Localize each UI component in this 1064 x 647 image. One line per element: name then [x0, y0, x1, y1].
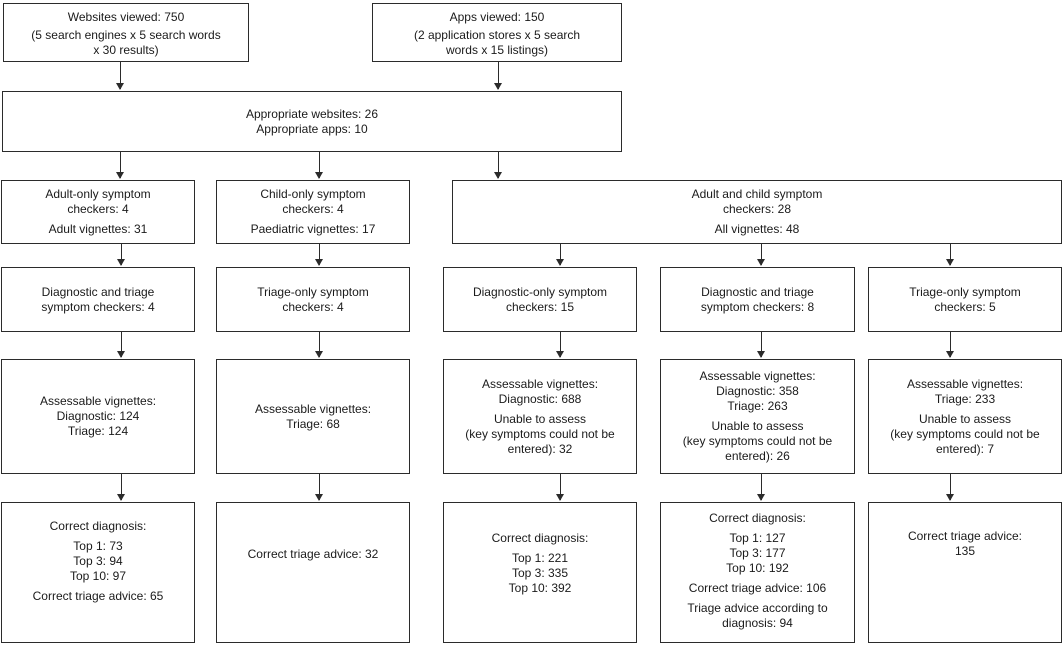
results-3-ranks: Top 1: 221 Top 3: 335 Top 10: 392 [508, 551, 572, 595]
websites-viewed-title: Websites viewed: 750 [67, 10, 185, 24]
child-only-detail: Paediatric vignettes: 17 [250, 222, 376, 236]
flow-arrow [116, 474, 125, 501]
assessable-3-unable: Unable to assess (key symptoms could not… [465, 411, 615, 456]
adult-child-detail: All vignettes: 48 [714, 222, 800, 236]
flow-arrow [945, 332, 954, 358]
box-results-2: Correct triage advice: 32 [216, 502, 410, 643]
results-4-triage-by-diagnosis: Triage advice according to diagnosis: 94 [687, 601, 828, 630]
box-results-5: Correct triage advice: 135 [868, 502, 1062, 643]
adult-child-title: Adult and child symptom checkers: 28 [691, 187, 823, 216]
flow-arrow [756, 244, 765, 266]
box-triage-only-checkers-5: Triage-only symptom checkers: 5 [868, 267, 1062, 332]
flow-arrow [555, 332, 564, 358]
flow-arrow [945, 474, 954, 501]
box-adult-child-checkers: Adult and child symptom checkers: 28 All… [452, 180, 1062, 244]
box-triage-only-checkers-4: Triage-only symptom checkers: 4 [216, 267, 410, 332]
box-results-4: Correct diagnosis: Top 1: 127 Top 3: 177… [660, 502, 855, 643]
assessable-1-text: Assessable vignettes: Diagnostic: 124 Tr… [39, 394, 157, 438]
triage-only-5-text: Triage-only symptom checkers: 5 [909, 284, 1021, 314]
flow-arrow [945, 244, 954, 266]
box-assessable-vignettes-1: Assessable vignettes: Diagnostic: 124 Tr… [1, 359, 195, 474]
assessable-5-unable: Unable to assess (key symptoms could not… [890, 411, 1040, 456]
results-1-heading: Correct diagnosis: [49, 519, 147, 533]
assessable-5-text: Assessable vignettes: Triage: 233 [906, 376, 1024, 406]
results-2-heading: Correct triage advice: 32 [247, 547, 379, 561]
box-assessable-vignettes-3: Assessable vignettes: Diagnostic: 688 Un… [443, 359, 637, 474]
apps-viewed-detail: (2 application stores x 5 search words x… [413, 28, 581, 57]
flow-arrow [555, 244, 564, 266]
results-4-heading: Correct diagnosis: [709, 511, 806, 525]
flow-arrow [493, 62, 502, 90]
assessable-4-unable: Unable to assess (key symptoms could not… [682, 419, 833, 463]
results-5-heading: Correct triage advice: 135 [907, 529, 1023, 558]
results-1-triage: Correct triage advice: 65 [32, 589, 164, 603]
results-4-triage: Correct triage advice: 106 [688, 581, 827, 595]
flow-arrow [756, 332, 765, 358]
diagnostic-triage-4-text: Diagnostic and triage symptom checkers: … [41, 284, 155, 314]
apps-viewed-title: Apps viewed: 150 [449, 10, 545, 24]
flow-arrow [555, 474, 564, 501]
assessable-3-text: Assessable vignettes: Diagnostic: 688 [481, 376, 599, 406]
triage-only-4-text: Triage-only symptom checkers: 4 [257, 284, 369, 314]
flow-arrow [493, 152, 502, 179]
box-assessable-vignettes-2: Assessable vignettes: Triage: 68 [216, 359, 410, 474]
box-assessable-vignettes-4: Assessable vignettes: Diagnostic: 358 Tr… [660, 359, 855, 474]
results-1-ranks: Top 1: 73 Top 3: 94 Top 10: 97 [69, 539, 127, 583]
flow-arrow [756, 474, 765, 501]
flow-arrow [314, 152, 323, 179]
child-only-title: Child-only symptom checkers: 4 [260, 187, 366, 216]
box-diagnostic-only-checkers-15: Diagnostic-only symptom checkers: 15 [443, 267, 637, 332]
flow-arrow [116, 332, 125, 358]
box-adult-only-checkers: Adult-only symptom checkers: 4 Adult vig… [1, 180, 195, 244]
box-appropriate-sources: Appropriate websites: 26 Appropriate app… [2, 91, 622, 152]
box-results-3: Correct diagnosis: Top 1: 221 Top 3: 335… [443, 502, 637, 643]
flow-arrow [116, 244, 125, 266]
box-websites-viewed: Websites viewed: 750 (5 search engines x… [3, 3, 249, 62]
flow-arrow [115, 152, 124, 179]
assessable-4-text: Assessable vignettes: Diagnostic: 358 Tr… [699, 369, 816, 413]
flow-arrow [314, 244, 323, 266]
results-3-heading: Correct diagnosis: [491, 531, 589, 545]
assessable-2-text: Assessable vignettes: Triage: 68 [254, 401, 372, 431]
box-results-1: Correct diagnosis: Top 1: 73 Top 3: 94 T… [1, 502, 195, 643]
box-apps-viewed: Apps viewed: 150 (2 application stores x… [372, 3, 622, 62]
appropriate-sources-text: Appropriate websites: 26 Appropriate app… [245, 106, 379, 136]
box-assessable-vignettes-5: Assessable vignettes: Triage: 233 Unable… [868, 359, 1062, 474]
flow-arrow [314, 474, 323, 501]
websites-viewed-detail: (5 search engines x 5 search words x 30 … [31, 28, 221, 57]
box-child-only-checkers: Child-only symptom checkers: 4 Paediatri… [216, 180, 410, 244]
adult-only-detail: Adult vignettes: 31 [48, 222, 148, 236]
diagnostic-triage-8-text: Diagnostic and triage symptom checkers: … [700, 284, 815, 314]
box-diagnostic-triage-checkers-4: Diagnostic and triage symptom checkers: … [1, 267, 195, 332]
diagnostic-only-15-text: Diagnostic-only symptom checkers: 15 [472, 284, 608, 314]
results-4-ranks: Top 1: 127 Top 3: 177 Top 10: 192 [726, 531, 789, 575]
adult-only-title: Adult-only symptom checkers: 4 [45, 187, 151, 216]
flow-arrow [314, 332, 323, 358]
box-diagnostic-triage-checkers-8: Diagnostic and triage symptom checkers: … [660, 267, 855, 332]
flow-arrow [115, 62, 124, 90]
